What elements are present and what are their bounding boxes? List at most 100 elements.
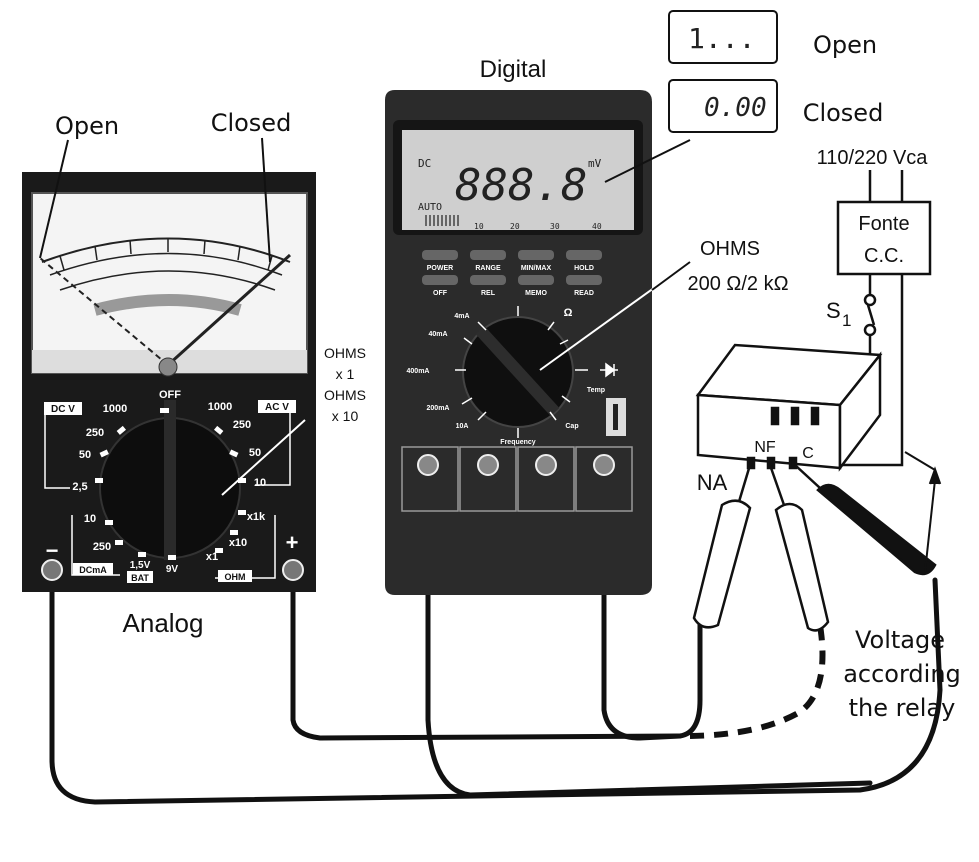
svg-text:200mA: 200mA (427, 405, 450, 412)
svg-text:40mA: 40mA (428, 331, 447, 338)
svg-text:mV: mV (588, 157, 602, 170)
digital-buttons: POWER RANGE MIN/MAX HOLD OFF REL MEMO RE… (422, 250, 602, 297)
label-open-analog: Open (55, 112, 119, 140)
label-fonte-2: C.C. (864, 245, 904, 267)
power-circuit (820, 170, 932, 467)
label-supply-voltage: 110/220 Vca (817, 147, 929, 169)
needle-open (39, 257, 169, 366)
label-relay-c: C (802, 445, 814, 462)
analog-range-r3: 10 (254, 477, 266, 489)
probes (692, 451, 942, 632)
label-voltage-2: according (843, 660, 961, 688)
svg-text:REL: REL (481, 290, 496, 297)
digital-jack-2[interactable] (477, 454, 499, 476)
digital-meter: DC mV AUTO 888.8 10 20 30 40 POWER RANGE… (385, 90, 691, 595)
label-ohms-analog-3: OHMS (324, 387, 366, 403)
digital-lcd-digits: 888.8 (455, 160, 587, 211)
svg-text:40: 40 (592, 222, 602, 231)
wire-analog-positive (290, 572, 683, 741)
btn-power[interactable] (422, 250, 458, 260)
analog-jack-negative[interactable] (41, 559, 63, 581)
svg-text:POWER: POWER (427, 265, 453, 272)
digital-jack-com[interactable] (417, 454, 439, 476)
analog-range-l1: 250 (86, 427, 104, 439)
switch-s1[interactable] (866, 304, 876, 326)
svg-text:10: 10 (474, 222, 484, 231)
label-open-top: Open (813, 31, 877, 59)
analog-range-r2: 50 (249, 447, 261, 459)
svg-text:20: 20 (510, 222, 520, 231)
label-ohms-digital-1: OHMS (700, 238, 760, 260)
lcd-open-value: 1... (688, 22, 755, 55)
digital-title: Digital (480, 56, 547, 83)
svg-text:30: 30 (550, 222, 560, 231)
label-ohms-analog-4: x 10 (332, 408, 359, 424)
analog-bottom-1: 9V (166, 564, 179, 575)
lcd-open-display (668, 10, 778, 64)
label-relay-na: NA (697, 470, 728, 495)
svg-text:RANGE: RANGE (475, 265, 501, 272)
label-switch-s: S (826, 298, 841, 323)
label-ohms-analog-1: OHMS (324, 345, 366, 361)
analog-pos-sign: + (286, 530, 299, 555)
wire-digital-v (601, 467, 703, 741)
lcd-closed-display (668, 79, 778, 133)
analog-dcma-label: DCmA (79, 565, 107, 575)
analog-off-label: OFF (159, 389, 181, 401)
analog-title: Analog (123, 608, 204, 638)
btn-range[interactable] (470, 250, 506, 260)
analog-bat-label: BAT (131, 573, 149, 583)
label-switch-1: 1 (842, 311, 851, 330)
analog-range-r1: 250 (233, 419, 251, 431)
svg-text:Temp: Temp (587, 387, 605, 394)
digital-jack-v[interactable] (593, 454, 615, 476)
analog-range-l2: 50 (79, 449, 91, 461)
wire-digital-com (425, 467, 873, 798)
svg-text:Frequency: Frequency (500, 439, 536, 446)
label-voltage-3: the relay (849, 694, 956, 722)
svg-text:Cap: Cap (565, 423, 578, 430)
analog-ohm-0: x1k (247, 511, 266, 523)
digital-jack-3[interactable] (535, 454, 557, 476)
analog-ma-1: 250 (93, 541, 111, 553)
svg-text:MIN/MAX: MIN/MAX (521, 265, 552, 272)
btn-rel[interactable] (470, 275, 506, 285)
analog-range-l3: 2,5 (72, 481, 87, 493)
label-fonte-1: Fonte (858, 213, 909, 235)
svg-text:400mA: 400mA (407, 368, 430, 375)
needle-closed (166, 253, 292, 367)
svg-text:10A: 10A (456, 423, 469, 430)
label-ohms-digital-2: 200 Ω/2 kΩ (687, 273, 788, 295)
analog-range-l0: 1000 (103, 403, 127, 415)
lcd-closed-value: 0.00 (704, 93, 767, 123)
digital-terminals (401, 446, 633, 512)
relay (695, 343, 883, 472)
btn-minmax[interactable] (518, 250, 554, 260)
label-closed-top: Closed (803, 99, 884, 127)
btn-memo[interactable] (518, 275, 554, 285)
svg-text:MEMO: MEMO (525, 290, 547, 297)
wire-dashed (689, 624, 826, 739)
btn-off[interactable] (422, 275, 458, 285)
svg-text:4mA: 4mA (454, 313, 469, 320)
digital-lcd (402, 130, 634, 230)
analog-ohm-label: OHM (225, 572, 246, 582)
analog-dcv-label: DC V (51, 404, 75, 415)
analog-bottom-0: 1,5V (130, 560, 151, 571)
label-voltage-1: Voltage (855, 626, 945, 654)
svg-text:READ: READ (574, 290, 594, 297)
analog-ma-0: 10 (84, 513, 96, 525)
analog-scale-window (31, 192, 308, 374)
btn-hold[interactable] (566, 250, 602, 260)
label-relay-nf: NF (754, 439, 776, 456)
analog-jack-positive[interactable] (282, 559, 304, 581)
btn-read[interactable] (566, 275, 602, 285)
needle-pivot (158, 357, 178, 377)
svg-text:AUTO: AUTO (418, 202, 442, 213)
wires (49, 467, 943, 805)
svg-text:DC: DC (418, 157, 431, 170)
svg-text:OFF: OFF (433, 290, 448, 297)
analog-ohm-1: x10 (229, 537, 247, 549)
analog-range-r0: 1000 (208, 401, 232, 413)
